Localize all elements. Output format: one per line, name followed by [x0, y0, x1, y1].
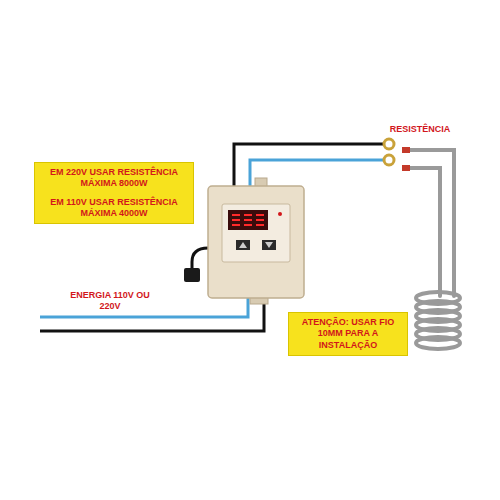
warning-text: ATENÇÃO: USAR FIO 10MM PARA A INSTALAÇÃO [294, 317, 402, 351]
supply-wire-blue [40, 298, 248, 317]
display-digits [232, 214, 264, 226]
power-plug [184, 268, 200, 282]
temperature-display [228, 210, 268, 230]
element-terminal [402, 165, 410, 171]
power-label: ENERGIA 110V OU 220V [70, 290, 150, 313]
controller-panel [222, 204, 290, 262]
up-arrow-symbol [239, 242, 247, 248]
power-cord [192, 248, 208, 270]
ring-terminal [384, 155, 394, 165]
warning-text: EM 110V USAR RESISTÊNCIA MÁXIMA 4000W [40, 197, 188, 220]
status-led [278, 212, 282, 216]
warning-box: EM 220V USAR RESISTÊNCIA MÁXIMA 8000W EM … [34, 162, 194, 224]
controller-housing [208, 186, 304, 298]
output-wire-blue [250, 160, 384, 188]
element-terminal [402, 147, 410, 153]
warning-text: EM 220V USAR RESISTÊNCIA MÁXIMA 8000W [40, 167, 188, 190]
component-label: RESISTÊNCIA [380, 124, 460, 135]
attention-box: ATENÇÃO: USAR FIO 10MM PARA A INSTALAÇÃO [288, 312, 408, 356]
down-button [262, 240, 276, 250]
output-wire-black [234, 144, 384, 188]
ring-terminal [384, 139, 394, 149]
supply-wire-black [40, 298, 264, 331]
down-arrow-symbol [265, 242, 273, 248]
up-button [236, 240, 250, 250]
heating-element [404, 150, 460, 349]
